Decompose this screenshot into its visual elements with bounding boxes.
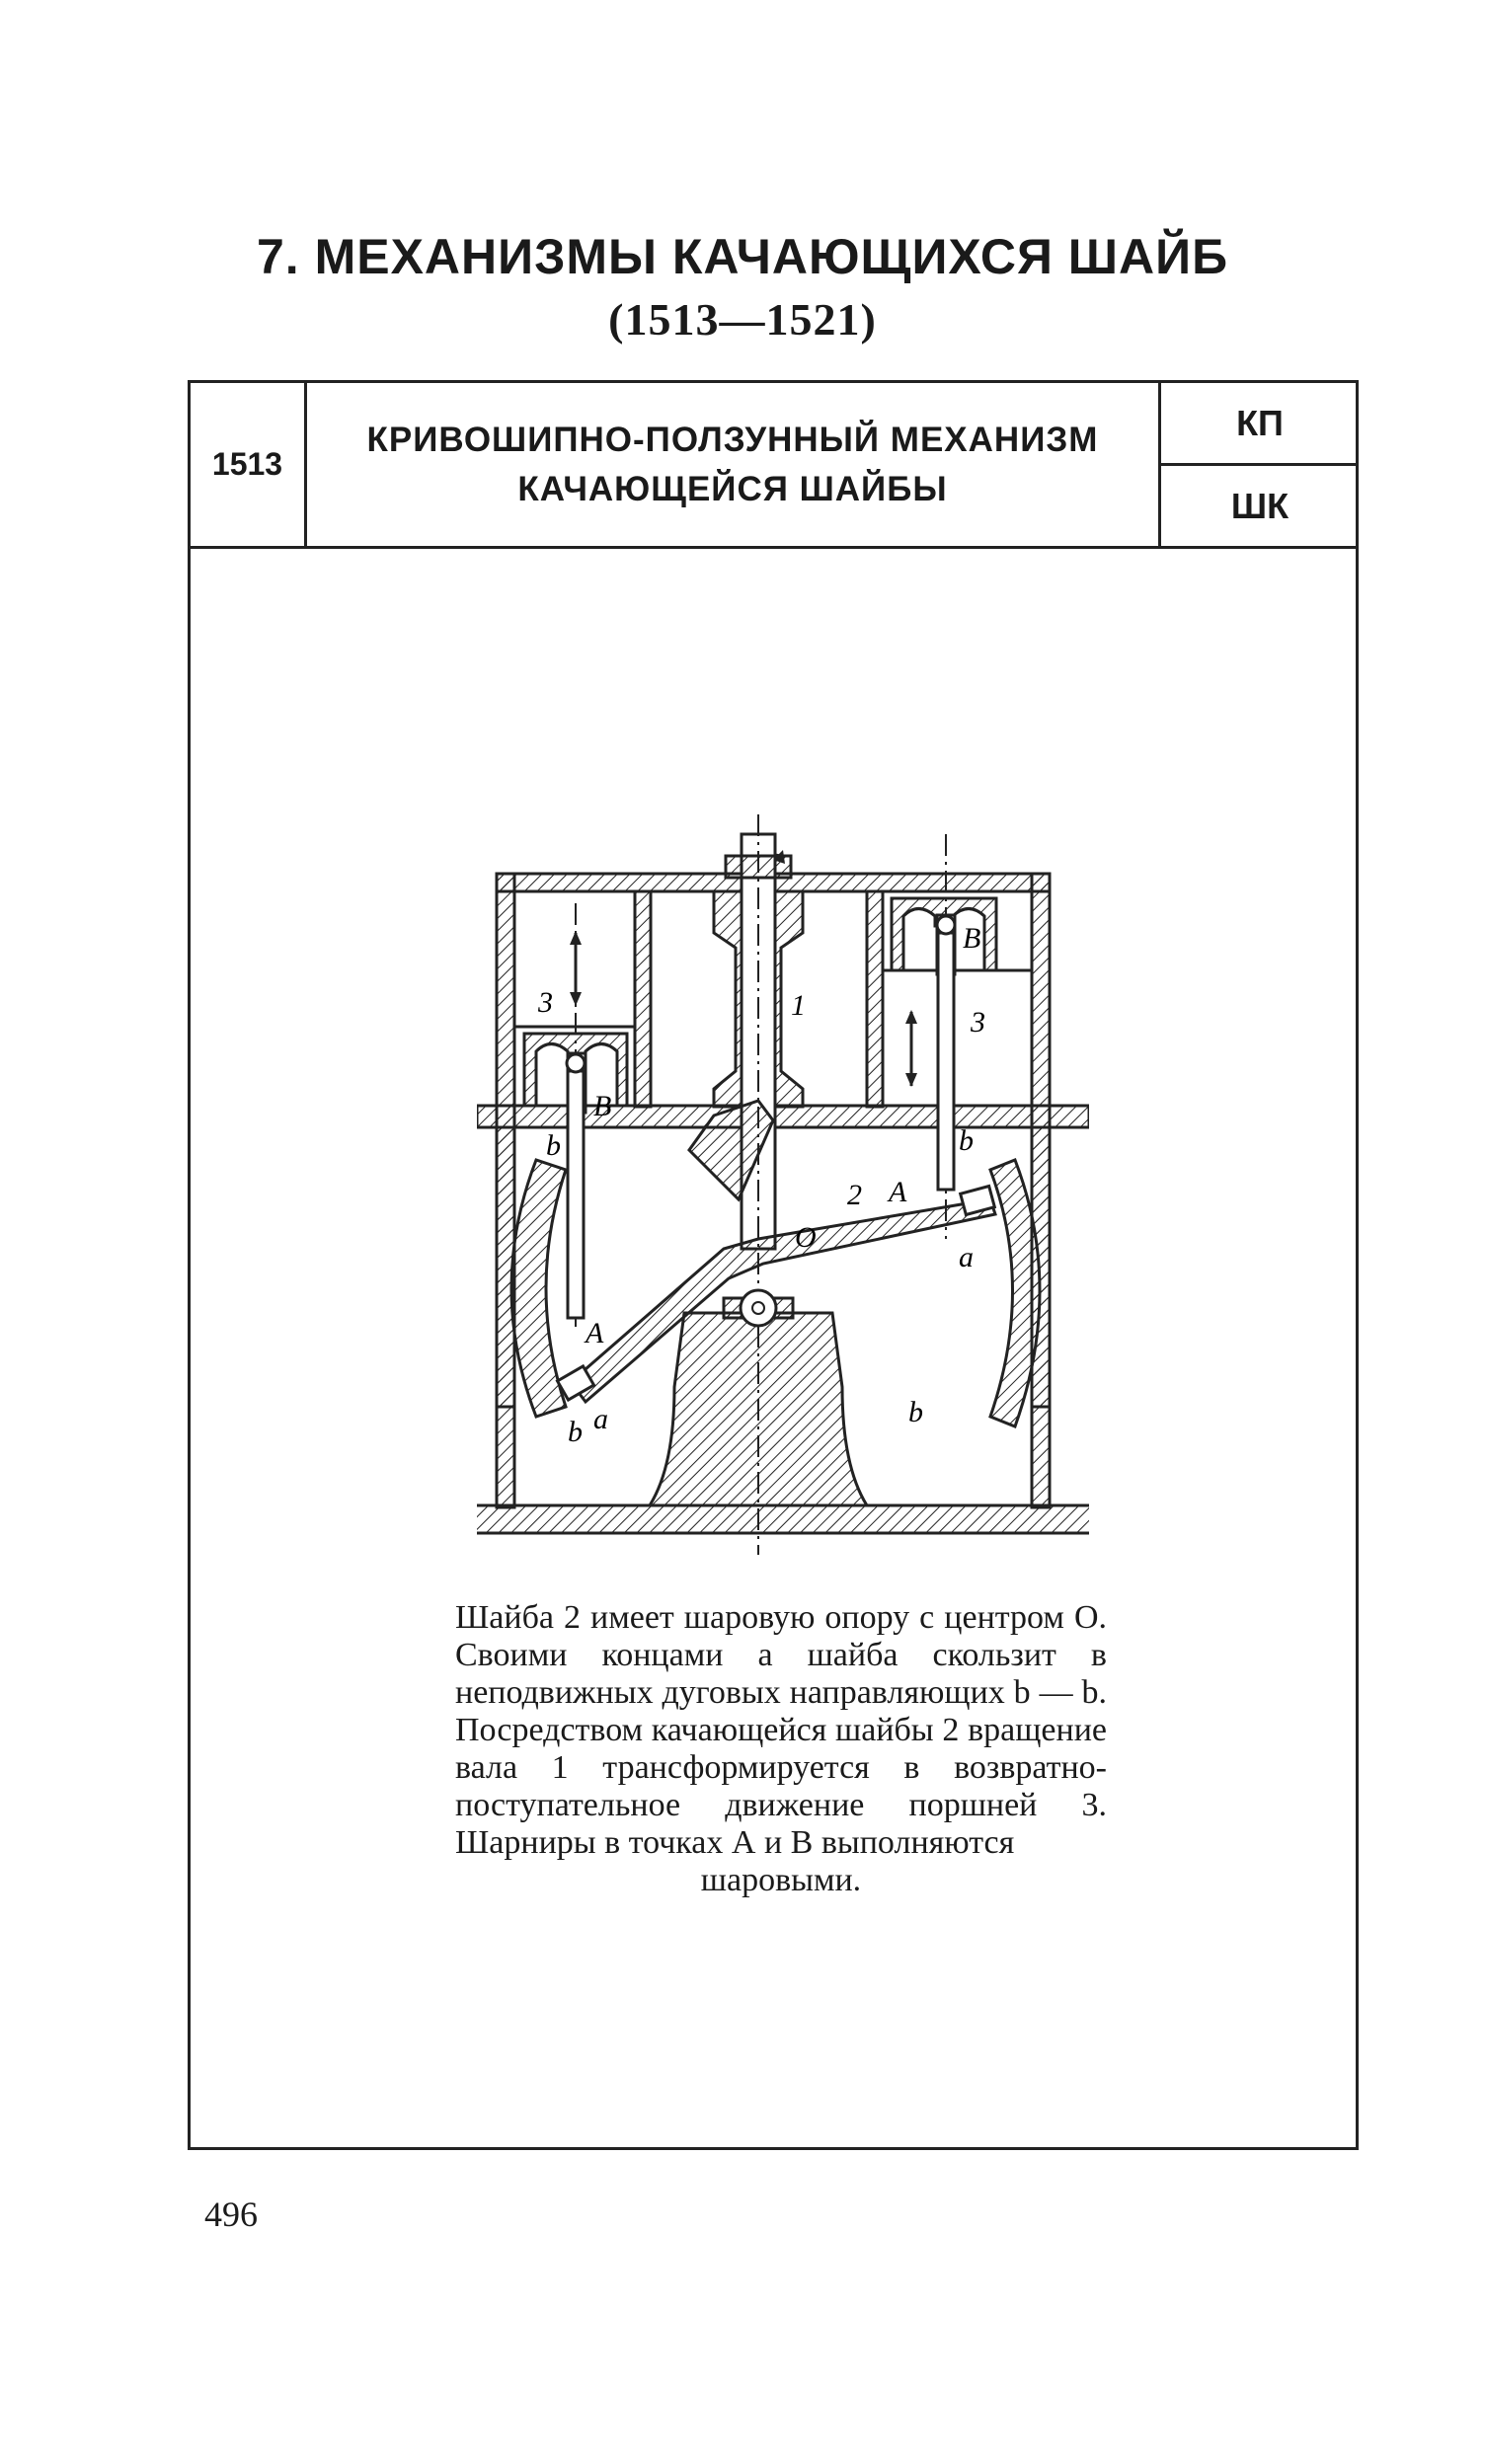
- label-shaft: 1: [791, 989, 806, 1022]
- label-piston-left: 3: [537, 986, 553, 1019]
- entry-title-line1: КРИВОШИПНО-ПОЛЗУННЫЙ МЕХАНИЗМ: [366, 420, 1099, 459]
- swash-plate: [568, 1197, 997, 1405]
- entry-number: 1513: [191, 383, 307, 546]
- section-title-text: 7. МЕХАНИЗМЫ КАЧАЮЩИХСЯ ШАЙБ: [256, 229, 1229, 284]
- label-b-joint-left: B: [593, 1090, 611, 1122]
- section-range: (1513—1521): [608, 294, 877, 345]
- caption-last-line: шаровыми.: [700, 1862, 862, 1898]
- label-piston-right: 3: [970, 1006, 985, 1039]
- label-swash: 2: [847, 1179, 862, 1211]
- label-joint-a-left: A: [584, 1317, 604, 1349]
- label-end-a-right: a: [959, 1241, 974, 1273]
- entry-header: 1513 КРИВОШИПНО-ПОЛЗУННЫЙ МЕХАНИЗМ КАЧАЮ…: [191, 380, 1359, 549]
- mechanism-drawing: 3 1 B B 3 b b 2 A O a A a b b: [477, 814, 1089, 1555]
- label-joint-a-right: A: [887, 1176, 907, 1208]
- entry-frame: 1513 КРИВОШИПНО-ПОЛЗУННЫЙ МЕХАНИЗМ КАЧАЮ…: [188, 380, 1359, 2150]
- caption: Шайба 2 имеет шаровую опору с центром О.…: [455, 1599, 1107, 1899]
- label-guide-bl: b: [568, 1416, 583, 1448]
- base-plate: [477, 1503, 1089, 1535]
- section-title: 7. МЕХАНИЗМЫ КАЧАЮЩИХСЯ ШАЙБ (1513—1521): [0, 225, 1485, 351]
- page-number: 496: [204, 2194, 258, 2234]
- label-center: O: [795, 1221, 817, 1254]
- right-arc-guide: [988, 1158, 1042, 1428]
- label-b-joint-right: B: [963, 922, 980, 955]
- label-guide-tr: b: [959, 1124, 974, 1157]
- classification-code-top: КП: [1158, 383, 1359, 466]
- label-guide-tl: b: [546, 1129, 561, 1162]
- label-guide-br: b: [908, 1396, 923, 1428]
- classification-code-bottom: ШК: [1158, 466, 1359, 546]
- label-end-a-left: a: [593, 1403, 608, 1435]
- caption-body: Шайба 2 имеет шаровую опору с центром О.…: [455, 1599, 1107, 1861]
- entry-title: КРИВОШИПНО-ПОЛЗУННЫЙ МЕХАНИЗМ КАЧАЮЩЕЙСЯ…: [307, 383, 1158, 546]
- left-arc-guide: [509, 1158, 568, 1419]
- central-support: [647, 1311, 870, 1507]
- entry-title-line2: КАЧАЮЩЕЙСЯ ШАЙБЫ: [517, 469, 948, 508]
